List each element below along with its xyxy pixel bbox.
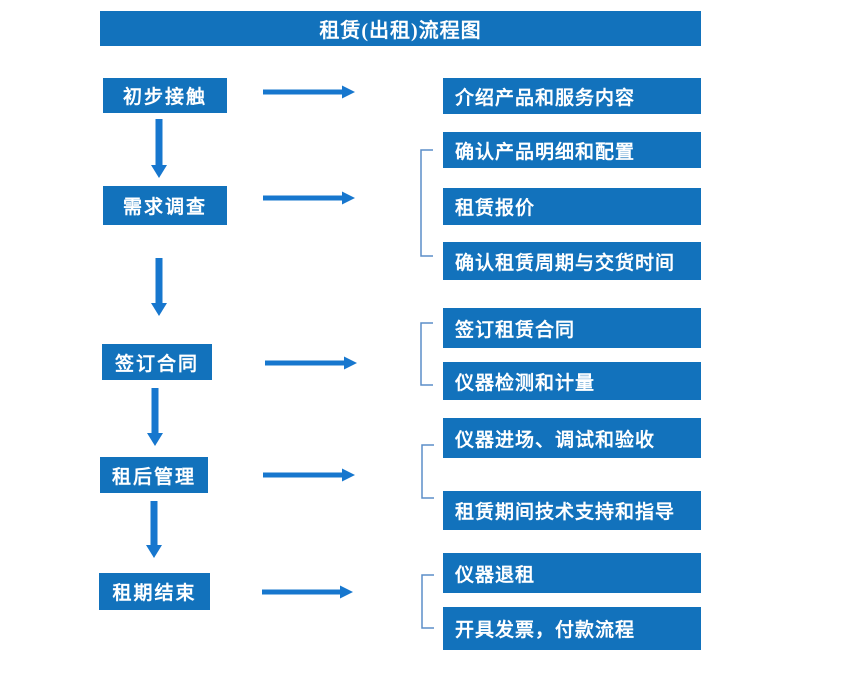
down-arrow-2 bbox=[151, 258, 167, 316]
step-box-technical-support: 租赁期间技术支持和指导 bbox=[443, 491, 701, 530]
step-box-instrument-testing: 仪器检测和计量 bbox=[443, 362, 701, 400]
step-label: 确认产品明细和配置 bbox=[455, 141, 636, 163]
step-box-rental-quote: 租赁报价 bbox=[443, 188, 701, 225]
group-bracket-post-rental bbox=[421, 444, 434, 499]
down-arrow-1 bbox=[151, 119, 167, 178]
right-arrow-3 bbox=[265, 356, 357, 370]
title-banner: 租赁(出租)流程图 bbox=[100, 11, 701, 46]
step-label: 仪器退租 bbox=[455, 564, 536, 586]
right-arrow-2 bbox=[263, 191, 355, 205]
step-box-introduce-products: 介绍产品和服务内容 bbox=[443, 78, 701, 114]
step-box-sign-rental-contract: 签订租赁合同 bbox=[443, 308, 701, 348]
down-arrow-3 bbox=[147, 388, 163, 446]
page-title: 租赁(出租)流程图 bbox=[319, 20, 482, 42]
step-label: 确认租赁周期与交货时间 bbox=[455, 252, 676, 274]
step-label: 签订租赁合同 bbox=[455, 319, 576, 341]
down-arrow-4 bbox=[146, 501, 162, 558]
stage-label: 租期结束 bbox=[112, 583, 197, 604]
stage-box-demand-survey: 需求调查 bbox=[103, 186, 227, 225]
step-box-confirm-rental-period: 确认租赁周期与交货时间 bbox=[443, 242, 701, 280]
stage-box-initial-contact: 初步接触 bbox=[103, 78, 227, 113]
group-bracket-demand-survey bbox=[420, 149, 433, 257]
step-box-confirm-product-details: 确认产品明细和配置 bbox=[443, 132, 701, 168]
right-arrow-5 bbox=[262, 585, 353, 599]
step-label: 租赁报价 bbox=[455, 198, 536, 219]
stage-label: 初步接触 bbox=[122, 87, 207, 108]
group-bracket-sign-contract bbox=[420, 322, 433, 386]
stage-label: 租后管理 bbox=[111, 466, 196, 488]
right-arrow-1 bbox=[263, 85, 355, 99]
step-label: 介绍产品和服务内容 bbox=[455, 87, 636, 109]
stage-label: 需求调查 bbox=[122, 197, 207, 218]
group-bracket-rental-end bbox=[421, 574, 434, 629]
step-box-instrument-setup-acceptance: 仪器进场、调试和验收 bbox=[443, 418, 701, 458]
right-arrow-4 bbox=[263, 468, 355, 482]
step-box-invoice-payment: 开具发票，付款流程 bbox=[443, 607, 701, 650]
stage-box-rental-end: 租期结束 bbox=[99, 573, 210, 610]
step-label: 开具发票，付款流程 bbox=[455, 620, 636, 641]
stage-box-post-rental-management: 租后管理 bbox=[100, 457, 208, 493]
stage-box-sign-contract: 签订合同 bbox=[102, 344, 212, 380]
step-label: 仪器检测和计量 bbox=[455, 372, 596, 394]
step-box-instrument-return: 仪器退租 bbox=[443, 553, 701, 593]
step-label: 租赁期间技术支持和指导 bbox=[455, 502, 676, 523]
step-label: 仪器进场、调试和验收 bbox=[455, 429, 656, 451]
stage-label: 签订合同 bbox=[114, 353, 199, 375]
